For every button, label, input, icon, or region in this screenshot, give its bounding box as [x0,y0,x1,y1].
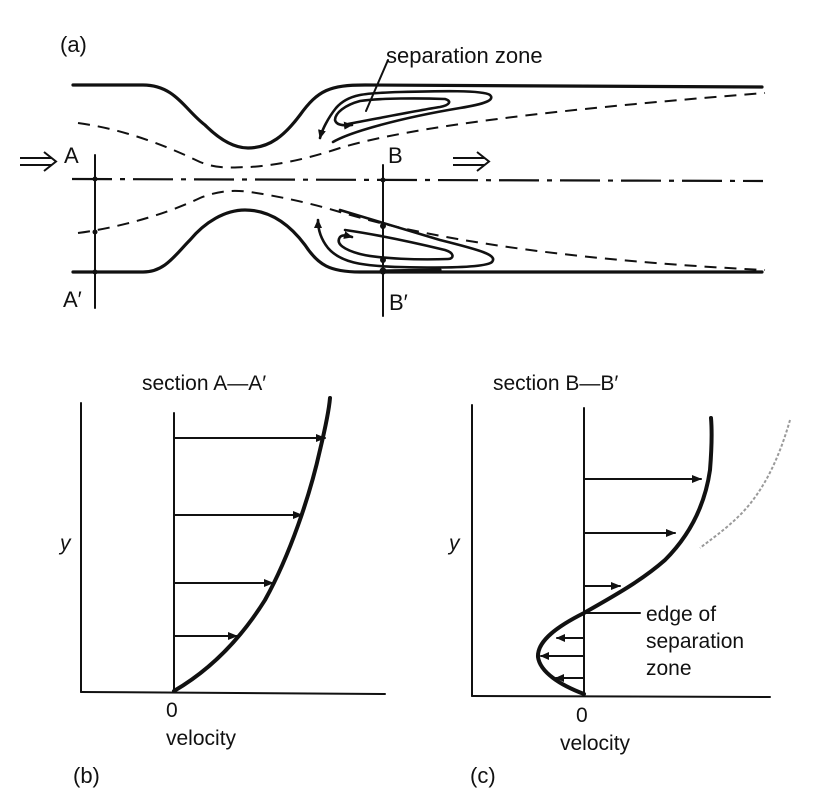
edge-annotation-line2: separation [646,630,744,653]
separation-zone-leader [365,59,389,112]
velocity-profile-curve [172,396,332,693]
eddy-streamline-inner [333,97,451,130]
y-axis-label: y [447,532,461,555]
separation-zone-label: separation zone [386,43,543,68]
panel-a-label: (a) [60,32,87,57]
x-axis [471,695,771,698]
edge-annotation-line3: zone [646,657,692,680]
y-axis-label: y [58,532,72,555]
section-b-marker [380,177,386,183]
panel-b: section A—A′ y 0 velocity (b) [58,372,386,788]
lower-channel-wall [71,208,764,274]
eddy-streamline-outer [314,208,495,269]
panel-c: section B—B′ y 0 velocity (c) edge of se… [447,372,791,788]
x-axis [80,691,386,695]
label-b: B [388,143,403,168]
panel-b-title: section A—A′ [142,372,266,395]
channel-centerline [71,177,764,183]
label-b-prime: B′ [389,290,408,315]
double-arrow-right-icon [20,151,58,172]
origin-label: 0 [166,699,178,722]
panel-b-label: (b) [73,763,100,788]
x-axis-label: velocity [560,732,631,755]
eddy-streamline-inner [337,228,454,261]
lower-separation-eddy [314,208,495,273]
label-a-prime: A′ [63,287,82,312]
origin-label: 0 [576,704,588,727]
section-a-marker [92,229,98,235]
section-a-marker [92,176,98,182]
velocity-profile-curve [536,416,714,696]
upper-separation-eddy [318,89,493,144]
upper-dividing-streamline [77,92,766,169]
eddy-streamline-outer [318,89,493,144]
label-a: A [64,143,79,168]
upper-channel-wall [71,83,764,150]
section-a-marker [92,269,98,275]
lower-eddy-wall-thickening [381,268,442,273]
x-axis-label: velocity [166,727,237,750]
lower-dividing-streamline [77,189,766,271]
edge-annotation-line1: edge of [646,603,716,626]
panel-a: (a) A A′ B B′ [20,32,766,317]
double-arrow-right-icon [453,151,491,172]
panel-c-label: (c) [470,763,496,788]
panel-c-title: section B—B′ [493,372,618,395]
